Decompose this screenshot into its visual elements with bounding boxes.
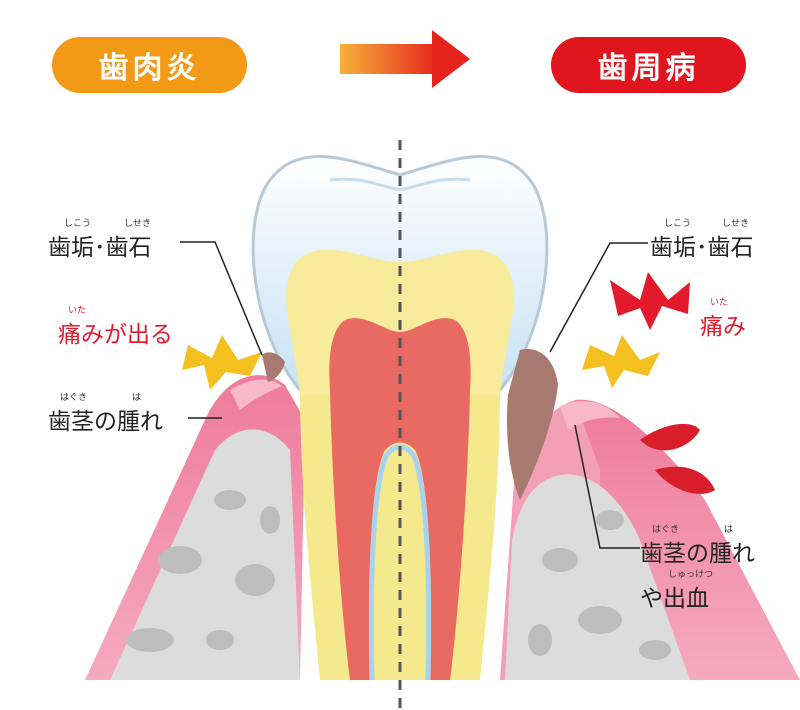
pain-label-left: 痛みが出る — [58, 322, 173, 348]
bleeding-ruby: しゅっけつ — [668, 570, 714, 580]
pain-burst-icon-large — [582, 272, 690, 388]
swelling-label-right: 歯茎の腫れ — [640, 541, 755, 567]
plaque-label-right: 歯垢･歯石 — [650, 235, 754, 261]
pain-label-right: 痛み — [700, 314, 746, 340]
jaw-bone — [110, 429, 690, 680]
plaque-ruby-2: しせき — [124, 219, 152, 229]
blood-drops-icon — [640, 423, 715, 494]
gingivitis-title: 歯肉炎 — [52, 37, 247, 93]
bleeding-label-right: や出血 — [640, 586, 709, 612]
leader-lines — [180, 241, 648, 549]
plaque-label-left: 歯垢･歯石 — [48, 235, 152, 261]
pain-ruby-left: いた — [68, 306, 87, 316]
progression-arrow — [340, 30, 470, 88]
swelling-ruby-left-2: は — [132, 393, 142, 403]
plaque-ruby-right-1: しこう — [664, 219, 692, 229]
pain-burst-icon — [182, 335, 262, 390]
periodontitis-title: 歯周病 — [551, 37, 746, 93]
swelling-ruby-right-2: は — [724, 525, 734, 535]
swelling-ruby-left-1: はぐき — [60, 393, 88, 403]
swelling-ruby-right-1: はぐき — [652, 525, 680, 535]
swelling-label-left: 歯茎の腫れ — [48, 409, 163, 435]
pain-ruby-right: いた — [710, 298, 729, 308]
plaque-ruby-right-2: しせき — [722, 219, 750, 229]
plaque-ruby-1: しこう — [64, 219, 92, 229]
tartar-deposits — [262, 349, 558, 500]
